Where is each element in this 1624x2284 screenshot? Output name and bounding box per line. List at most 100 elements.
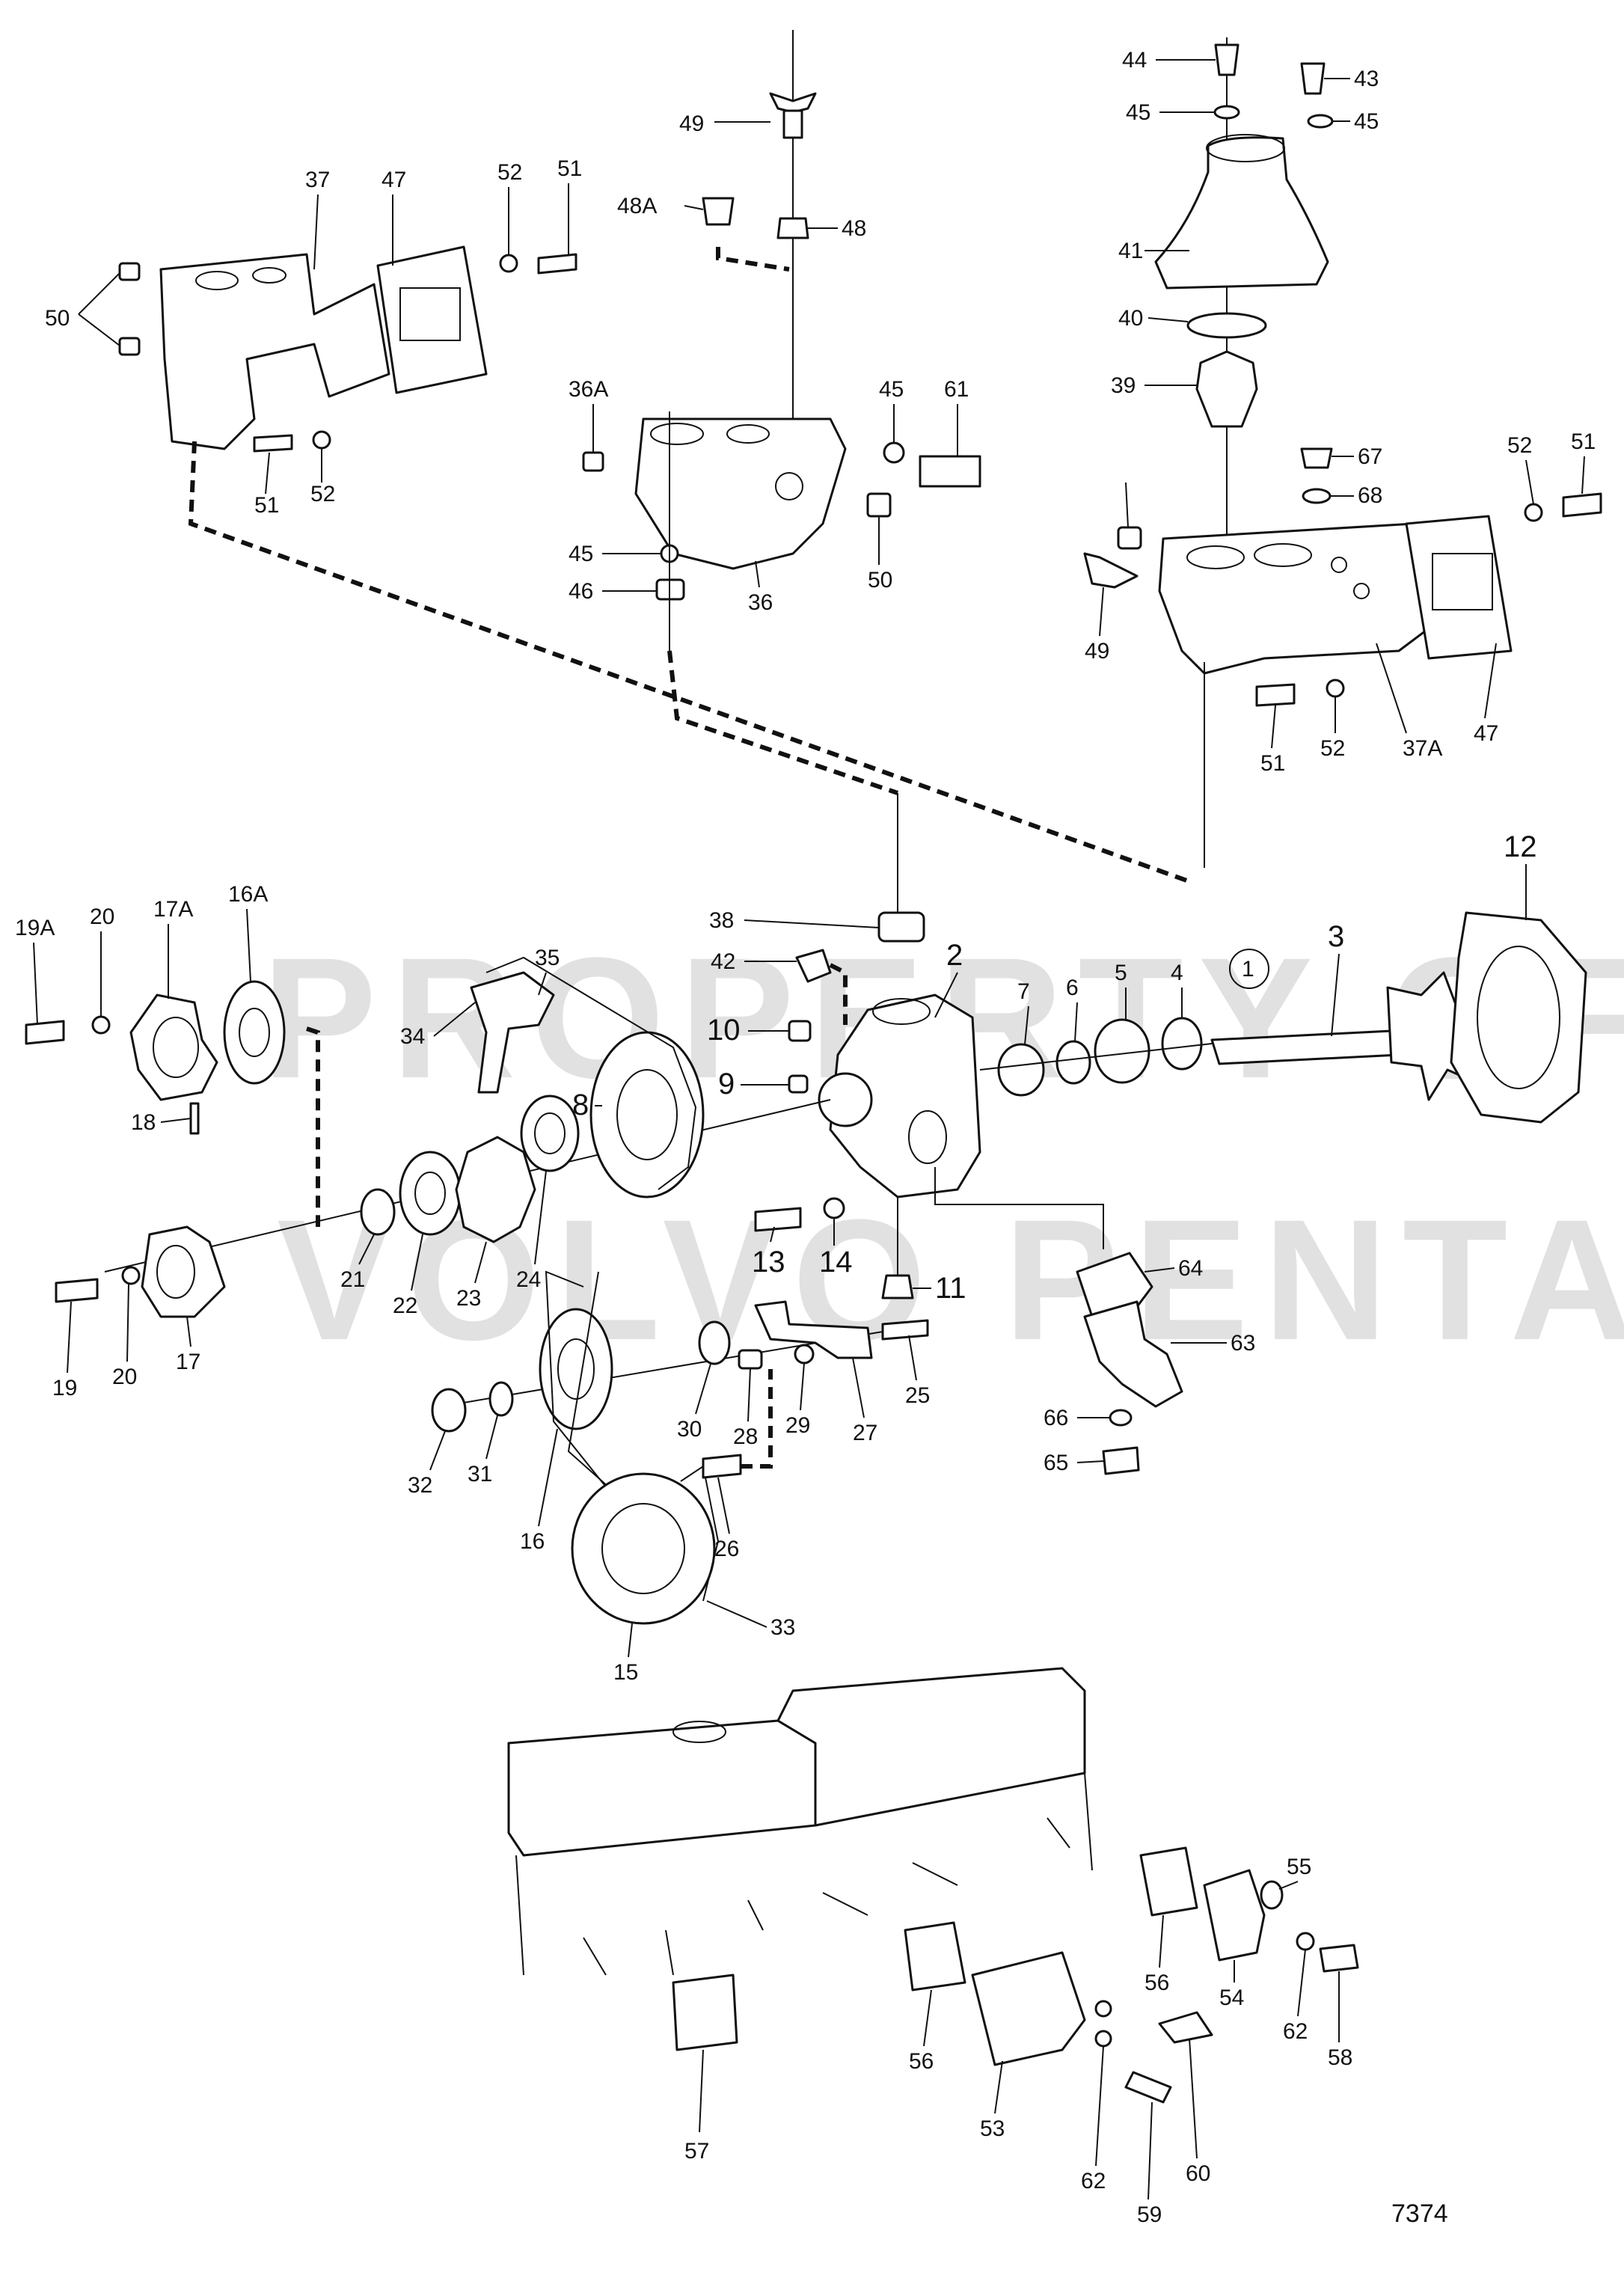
label-51b: 51 xyxy=(254,493,279,518)
gasket-47-b xyxy=(1405,515,1513,660)
callout-circle xyxy=(1229,949,1269,989)
label-59: 59 xyxy=(1137,2202,1162,2227)
washer-62-c xyxy=(1296,1932,1315,1951)
part-labels: 50 37 47 52 51 51 52 49 48A 48 36A 45 61… xyxy=(15,48,1596,2227)
washer-52-b xyxy=(312,430,331,450)
label-31: 31 xyxy=(468,1462,492,1487)
plug-10 xyxy=(788,1020,812,1042)
manifold-group xyxy=(507,1667,1359,2104)
label-67: 67 xyxy=(1358,444,1382,469)
screw-19 xyxy=(55,1278,99,1303)
label-63: 63 xyxy=(1231,1331,1255,1356)
cover-53 xyxy=(971,1951,1086,2066)
ring-21 xyxy=(360,1188,396,1236)
label-50a: 50 xyxy=(45,306,70,331)
ring-6 xyxy=(1055,1040,1091,1085)
gasket-56-b xyxy=(1139,1846,1198,1917)
plug-65 xyxy=(1102,1446,1140,1475)
label-66: 66 xyxy=(1044,1406,1068,1430)
label-46: 46 xyxy=(569,579,593,604)
ring-31 xyxy=(488,1381,514,1417)
stud-25 xyxy=(881,1319,929,1341)
bearing-22 xyxy=(399,1151,462,1236)
label-60: 60 xyxy=(1186,2161,1210,2186)
washer-45-c xyxy=(1213,105,1240,120)
nipple-42 xyxy=(795,949,832,983)
screw-26 xyxy=(702,1454,742,1479)
gasket-64 xyxy=(1076,1252,1153,1318)
screw-44 xyxy=(1214,43,1240,76)
bearing-24 xyxy=(520,1094,580,1172)
gasket-47 xyxy=(376,245,488,394)
valve-49-b xyxy=(1083,552,1139,589)
label-35: 35 xyxy=(535,946,560,970)
gasket-56-a xyxy=(904,1921,966,1991)
figure-number: 7374 xyxy=(1391,2199,1448,2228)
pulley-16 xyxy=(539,1308,613,1430)
thermostat-39 xyxy=(1195,350,1258,428)
plug-67 xyxy=(1300,447,1333,469)
dash-48a xyxy=(716,247,790,272)
bracket-27 xyxy=(754,1300,873,1359)
elbow-63 xyxy=(1083,1300,1183,1408)
label-37: 37 xyxy=(305,168,330,192)
screw-61 xyxy=(919,455,981,488)
ring-30 xyxy=(698,1320,731,1365)
label-16a: 16A xyxy=(228,882,268,907)
thermostat-assembly xyxy=(1083,37,1602,868)
label-27: 27 xyxy=(853,1421,877,1445)
screw-13 xyxy=(754,1207,802,1232)
label-54: 54 xyxy=(1219,1986,1244,2010)
label-52a: 52 xyxy=(497,160,522,185)
plug-11 xyxy=(881,1274,914,1299)
label-47b: 47 xyxy=(1474,721,1498,746)
label-16: 16 xyxy=(520,1529,545,1554)
label-62b: 62 xyxy=(1283,2019,1308,2044)
screw-19a xyxy=(25,1020,65,1045)
gasket-57 xyxy=(672,1974,738,2051)
washer-52-d xyxy=(1326,679,1345,698)
label-5: 5 xyxy=(1115,961,1127,985)
label-45b: 45 xyxy=(569,542,593,566)
housing-36 xyxy=(634,417,847,570)
callout-circle-label: 1 xyxy=(1242,957,1254,982)
lower-belt-group xyxy=(431,1270,929,1625)
label-37a: 37A xyxy=(1403,736,1442,761)
label-7: 7 xyxy=(1017,979,1030,1004)
label-38: 38 xyxy=(709,908,734,933)
plug-9 xyxy=(788,1074,809,1094)
label-10: 10 xyxy=(707,1014,741,1047)
sleeve-38 xyxy=(877,911,925,943)
screw-51-d xyxy=(1255,683,1296,707)
gasket-12 xyxy=(1450,911,1587,1124)
label-29: 29 xyxy=(785,1413,810,1438)
wingnut-49 xyxy=(769,92,817,114)
label-56a: 56 xyxy=(909,2049,934,2074)
label-53: 53 xyxy=(980,2116,1005,2141)
cover-54 xyxy=(1203,1869,1266,1962)
manifold-right xyxy=(776,1667,1086,1827)
label-47a: 47 xyxy=(382,168,406,192)
label-56b: 56 xyxy=(1145,1971,1169,1995)
washer-20-a xyxy=(91,1015,111,1035)
plug-48a xyxy=(702,197,735,226)
belt-33 xyxy=(680,1465,720,1602)
label-2: 2 xyxy=(946,939,963,972)
label-17: 17 xyxy=(176,1350,200,1374)
label-62a: 62 xyxy=(1081,2169,1106,2193)
label-51a: 51 xyxy=(557,156,582,181)
pump-boss xyxy=(818,1072,873,1127)
label-55: 55 xyxy=(1287,1855,1311,1879)
label-52d: 52 xyxy=(1320,736,1345,761)
assembly-dash-mid xyxy=(667,650,898,795)
label-39: 39 xyxy=(1111,373,1136,398)
label-13: 13 xyxy=(752,1246,785,1279)
shaft-group: 1 xyxy=(979,911,1587,1124)
pin-18 xyxy=(189,1102,200,1135)
thermostat-housing-37-group xyxy=(118,245,577,453)
plug-50-c xyxy=(866,492,892,518)
screw-58 xyxy=(1319,1944,1359,1973)
label-8: 8 xyxy=(572,1089,589,1121)
washer-45-d xyxy=(1307,114,1334,129)
label-36: 36 xyxy=(748,590,773,615)
